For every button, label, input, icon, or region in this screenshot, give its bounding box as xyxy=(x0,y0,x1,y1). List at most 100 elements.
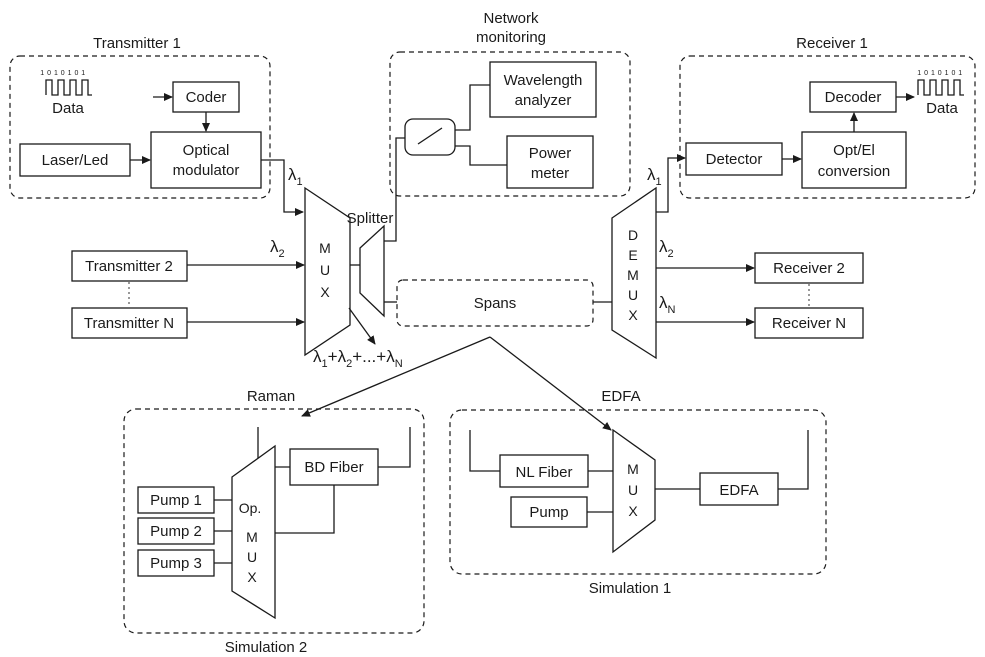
demux-letter-m: M xyxy=(627,267,639,283)
edfa-mux-trapezoid xyxy=(612,428,656,554)
edfa-amplifier-box xyxy=(699,472,779,506)
opt-el-conversion-box xyxy=(801,131,907,189)
transmitter1-title: Transmitter 1 xyxy=(93,35,181,52)
demux-letter-x: X xyxy=(628,307,638,323)
coder-label: Coder xyxy=(186,89,227,106)
pump3-label: Pump 3 xyxy=(150,555,202,572)
raman-mux-to-fiber-line xyxy=(275,485,335,534)
tx-data-waveform-icon xyxy=(45,79,92,96)
optical-switch-lever xyxy=(417,127,443,145)
edfa-mux-letter-x: X xyxy=(628,503,638,519)
power-meter-label-line1: Power xyxy=(529,145,572,162)
demux-trapezoid xyxy=(611,186,657,360)
spans-to-raman-arrow xyxy=(301,336,491,417)
raman-op-mux-trapezoid xyxy=(231,444,276,620)
raman-mux-letter-u: U xyxy=(247,549,257,565)
transmitter1-group xyxy=(9,55,271,199)
nl-fiber-box xyxy=(499,454,589,488)
demux-letter-e: E xyxy=(628,247,637,263)
receiverN-label: Receiver N xyxy=(772,315,846,332)
tx-bit-pattern: 1 0 1 0 1 0 1 xyxy=(40,70,85,77)
optical-modulator-box xyxy=(150,131,262,189)
edfa-output-line xyxy=(778,430,809,490)
detector-label: Detector xyxy=(706,151,763,168)
transmitterN-label: Transmitter N xyxy=(84,315,174,332)
splitter-shape xyxy=(359,224,385,318)
edfa-mux-letter-u: U xyxy=(628,482,638,498)
simulation1-group xyxy=(449,409,827,575)
edfa-pump-label: Pump xyxy=(529,504,568,521)
nl-fiber-label: NL Fiber xyxy=(516,464,573,481)
rx-lambda1-label: λ1 xyxy=(647,165,662,188)
spans-to-edfa-arrow xyxy=(489,336,612,431)
simulation2-title: Simulation 2 xyxy=(225,639,308,656)
laser-label: Laser/Led xyxy=(42,152,109,169)
rx-bit-pattern: 1 0 1 0 1 0 1 xyxy=(917,70,962,77)
pump3-box xyxy=(137,549,215,577)
spans-label: Spans xyxy=(474,295,517,312)
lambda1-input-line xyxy=(261,159,304,216)
edfa-group-title: EDFA xyxy=(601,388,640,405)
power-meter-label-line2: meter xyxy=(531,165,569,182)
main-mux-letter-x: X xyxy=(320,284,330,300)
combined-lambda-label: λ1+λ2+...+λN xyxy=(313,347,403,370)
receiver1-group xyxy=(679,55,976,199)
wavelength-analyzer-box xyxy=(489,61,597,118)
coder-box xyxy=(172,81,240,113)
switch-to-analyzer-line xyxy=(455,84,490,131)
demux-letter-u: U xyxy=(628,287,638,303)
tx-data-label: Data xyxy=(52,100,84,117)
raman-fiber-output-line xyxy=(378,427,411,468)
splitter-to-monitor-line xyxy=(384,137,405,242)
rx-lambdaN-label: λN xyxy=(659,293,676,316)
bd-fiber-box xyxy=(289,448,379,486)
raman-mux-letter-x: X xyxy=(247,569,257,585)
edfa-pump-box xyxy=(510,496,588,528)
optical-modulator-label-line2: modulator xyxy=(173,162,240,179)
demux-to-detector-line xyxy=(656,154,686,213)
pump1-label: Pump 1 xyxy=(150,492,202,509)
edfa-mux-letter-m: M xyxy=(627,461,639,477)
raman-mux-letter-m: M xyxy=(246,529,258,545)
receiverN-box xyxy=(754,307,864,339)
main-mux-letter-u: U xyxy=(320,262,330,278)
optical-modulator-label-line1: Optical xyxy=(183,142,230,159)
transmitterN-box xyxy=(71,307,188,339)
wavelength-analyzer-label-line1: Wavelength xyxy=(504,72,583,89)
receiver1-title: Receiver 1 xyxy=(796,35,868,52)
lambda2-label: λ2 xyxy=(270,237,285,260)
lambda1-label: λ1 xyxy=(288,165,303,188)
transmitter2-box xyxy=(71,250,188,282)
opt-el-conversion-label-line2: conversion xyxy=(818,163,891,180)
demux-letter-d: D xyxy=(628,227,638,243)
switch-to-powermeter-line xyxy=(455,145,507,166)
rx-data-waveform-icon xyxy=(917,79,964,96)
raman-op-label: Op. xyxy=(239,500,262,516)
network-monitoring-title-line1: Network xyxy=(483,10,539,27)
simulation1-title: Simulation 1 xyxy=(589,580,672,597)
simulation2-group xyxy=(123,408,425,634)
decoder-label: Decoder xyxy=(825,89,882,106)
detector-box xyxy=(685,142,783,176)
pump2-label: Pump 2 xyxy=(150,523,202,540)
main-mux-trapezoid xyxy=(304,186,351,357)
spans-box xyxy=(396,279,594,327)
network-monitoring-title-line2: monitoring xyxy=(476,29,546,46)
splitter-label: Splitter xyxy=(347,210,394,227)
wavelength-analyzer-label-line2: analyzer xyxy=(515,92,572,109)
edfa-input-line xyxy=(469,430,500,472)
edfa-amplifier-label: EDFA xyxy=(719,482,758,499)
rx-data-label: Data xyxy=(926,100,958,117)
main-mux-letter-m: M xyxy=(319,240,331,256)
pump2-box xyxy=(137,517,215,545)
raman-title: Raman xyxy=(247,388,295,405)
receiver2-label: Receiver 2 xyxy=(773,260,845,277)
network-monitoring-group xyxy=(389,51,631,197)
rx-lambda2-label: λ2 xyxy=(659,237,674,260)
transmitter2-label: Transmitter 2 xyxy=(85,258,173,275)
bd-fiber-label: BD Fiber xyxy=(304,459,363,476)
optical-switch-box xyxy=(404,118,456,156)
combined-signal-arrow xyxy=(348,307,376,345)
pump1-box xyxy=(137,486,215,514)
